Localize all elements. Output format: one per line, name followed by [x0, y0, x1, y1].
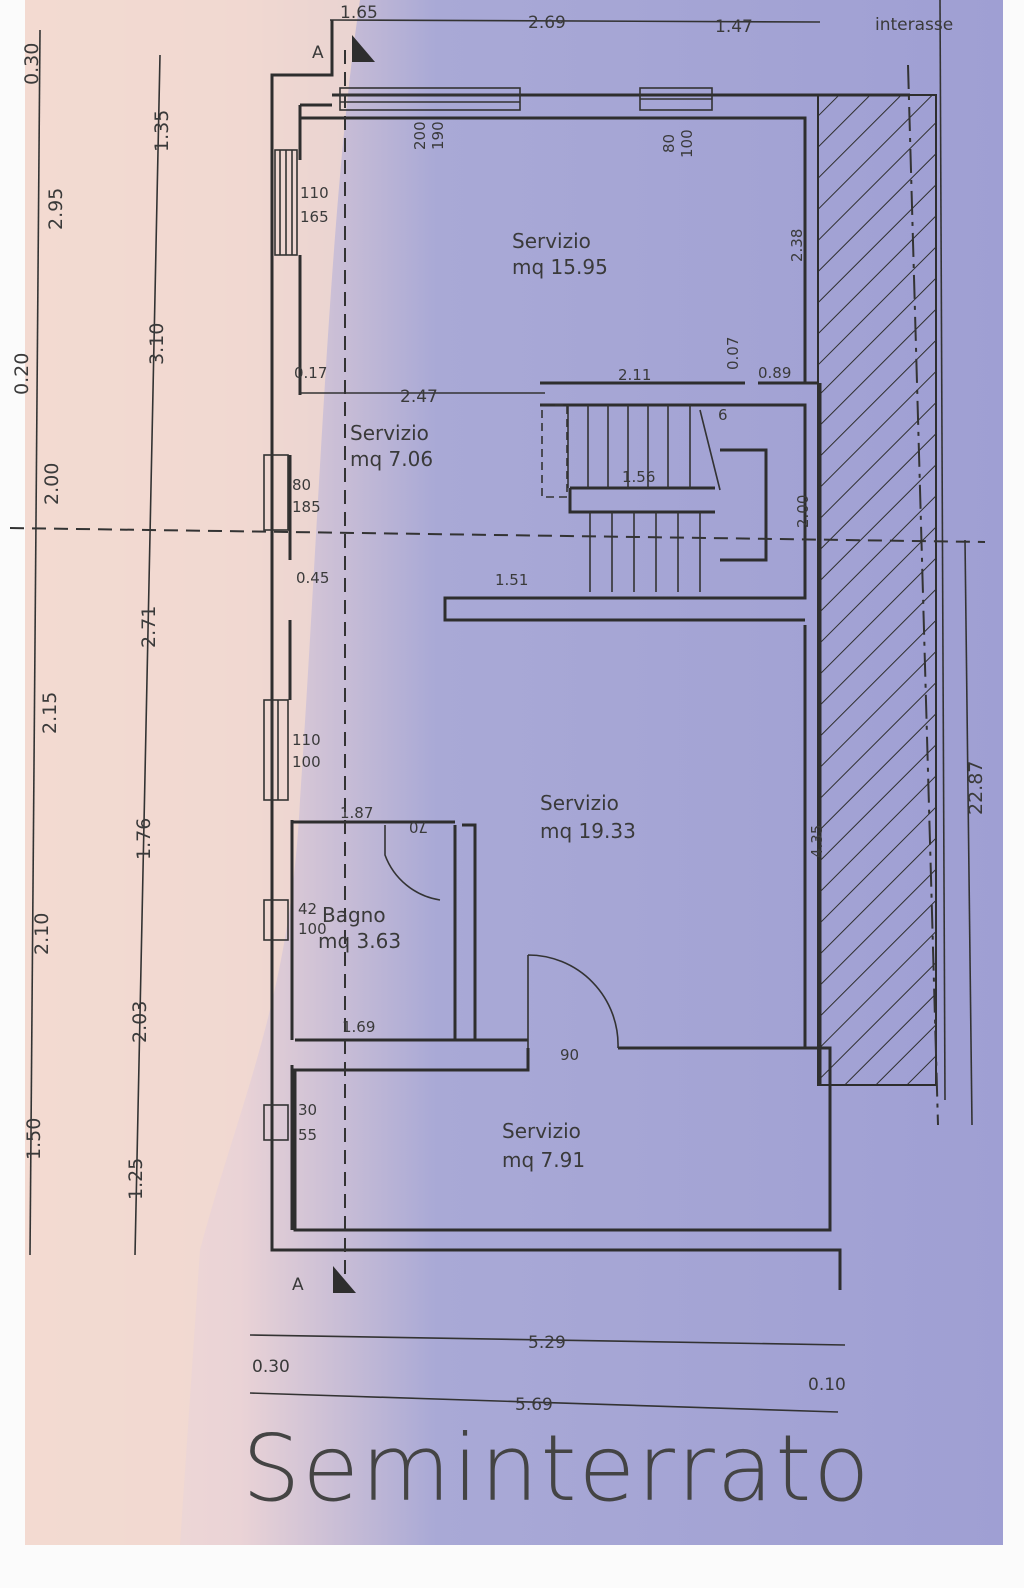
left-outer-dims: 0.30 2.95 0.20 2.00 2.15 2.10 1.50: [11, 43, 67, 1160]
windows-top: [339, 87, 713, 111]
svg-text:2.47: 2.47: [400, 387, 438, 407]
svg-text:mq 19.33: mq 19.33: [540, 819, 636, 843]
svg-text:2.00: 2.00: [41, 463, 63, 505]
interior-dims: 0.17 2.47 2.11 0.07 0.89 1.56 0.45 1.51 …: [294, 229, 826, 1064]
room-servizio-2: Servizio mq 7.06: [350, 421, 433, 471]
plan-title: Seminterrato: [242, 1415, 872, 1522]
svg-text:0.45: 0.45: [296, 569, 329, 587]
svg-text:0.30: 0.30: [21, 43, 43, 85]
svg-text:185: 185: [292, 498, 321, 516]
svg-text:mq 7.06: mq 7.06: [350, 447, 433, 471]
svg-text:0.30: 0.30: [252, 1357, 290, 1377]
outer-wall-left: [270, 20, 842, 1290]
svg-text:2.95: 2.95: [45, 188, 67, 230]
sheet-edge: [939, 0, 946, 1101]
axis-horizontal: [9, 527, 986, 543]
left-inner-dim-line: [134, 54, 161, 1256]
svg-text:165: 165: [300, 208, 329, 226]
windows-left: [263, 149, 298, 1141]
svg-text:1.69: 1.69: [342, 1018, 375, 1036]
axis-vertical-right: [907, 64, 939, 1126]
right-dim: 22.87: [965, 761, 987, 815]
svg-text:2.03: 2.03: [129, 1001, 151, 1043]
stair-wall: [443, 381, 818, 622]
stair-box: [568, 448, 768, 562]
room-bagno: Bagno mq 3.63: [318, 903, 401, 953]
svg-text:1.51: 1.51: [495, 571, 528, 589]
svg-text:0.20: 0.20: [11, 353, 33, 395]
svg-text:Servizio: Servizio: [512, 229, 591, 253]
svg-text:4.35: 4.35: [808, 825, 826, 858]
svg-text:30: 30: [298, 1101, 317, 1119]
svg-text:200: 200: [411, 121, 429, 150]
svg-text:0.89: 0.89: [758, 364, 791, 382]
svg-text:0.10: 0.10: [808, 1375, 846, 1395]
svg-text:3.10: 3.10: [146, 323, 168, 365]
svg-text:A: A: [292, 1275, 304, 1295]
svg-text:100: 100: [298, 920, 327, 938]
svg-text:80: 80: [660, 134, 678, 153]
bagno-wall: [295, 823, 477, 1042]
svg-text:1.56: 1.56: [622, 468, 655, 486]
top-dim-1: 1.65: [340, 3, 378, 23]
svg-text:42: 42: [298, 900, 317, 918]
svg-text:2.00: 2.00: [794, 495, 812, 528]
svg-text:110: 110: [292, 731, 321, 749]
svg-text:mq 15.95: mq 15.95: [512, 255, 608, 279]
right-dim-line: [964, 539, 973, 1126]
top-dim-line: [329, 19, 821, 23]
svg-text:mq 7.91: mq 7.91: [502, 1148, 585, 1172]
top-label: interasse: [875, 15, 953, 35]
svg-text:2.11: 2.11: [618, 366, 651, 384]
svg-text:2.10: 2.10: [31, 913, 53, 955]
svg-text:5.29: 5.29: [528, 1333, 566, 1353]
svg-text:190: 190: [429, 121, 447, 150]
svg-text:2.71: 2.71: [138, 606, 160, 648]
room-servizio-4: Servizio mq 7.91: [502, 1119, 585, 1172]
svg-text:Servizio: Servizio: [502, 1119, 581, 1143]
room-servizio-3: Servizio mq 19.33: [540, 791, 636, 843]
svg-text:1.25: 1.25: [125, 1158, 147, 1200]
bottom-dims: 0.30 5.29 0.10 5.69: [249, 1333, 846, 1415]
svg-text:100: 100: [678, 129, 696, 158]
svg-text:5.69: 5.69: [515, 1395, 553, 1415]
top-dim-3: 1.47: [715, 17, 753, 37]
svg-text:100: 100: [292, 753, 321, 771]
stair-treads: [541, 404, 721, 592]
door-bagno: [384, 825, 441, 901]
svg-text:1.76: 1.76: [133, 818, 155, 860]
outer-wall-inner-left: [288, 105, 302, 1230]
right-inner-wall: [803, 383, 832, 1230]
room-servizio-1: Servizio mq 15.95: [512, 229, 608, 279]
svg-text:1.87: 1.87: [340, 804, 373, 822]
svg-text:mq 3.63: mq 3.63: [318, 929, 401, 953]
svg-text:Servizio: Servizio: [350, 421, 429, 445]
svg-text:1.35: 1.35: [151, 110, 173, 152]
section-marker-bottom: A: [292, 1266, 356, 1295]
svg-text:A: A: [312, 43, 324, 63]
left-outer-dim-line: [29, 29, 41, 1256]
window-labels: 110 165 80 185 110 100 42 100 30 55 200 …: [292, 121, 696, 1144]
svg-text:0.17: 0.17: [294, 364, 327, 382]
section-marker-top: A: [312, 35, 375, 63]
svg-text:0.07: 0.07: [724, 337, 742, 370]
svg-text:1.50: 1.50: [23, 1118, 45, 1160]
top-dim-2: 2.69: [528, 13, 566, 33]
svg-text:110: 110: [300, 184, 329, 202]
paper-warm-area: [25, 0, 360, 1545]
hatched-wall: [817, 94, 937, 1086]
svg-text:70: 70: [409, 818, 428, 836]
svg-text:Servizio: Servizio: [540, 791, 619, 815]
svg-text:Bagno: Bagno: [322, 903, 386, 927]
svg-text:6: 6: [718, 406, 728, 424]
svg-text:2.15: 2.15: [39, 692, 61, 734]
svg-text:55: 55: [298, 1126, 317, 1144]
svg-text:2.38: 2.38: [788, 229, 806, 262]
svg-text:90: 90: [560, 1046, 579, 1064]
left-inner-dims: 1.35 3.10 2.71 1.76 2.03 1.25: [125, 110, 173, 1200]
svg-text:80: 80: [292, 476, 311, 494]
door-servizio: [527, 954, 619, 1049]
